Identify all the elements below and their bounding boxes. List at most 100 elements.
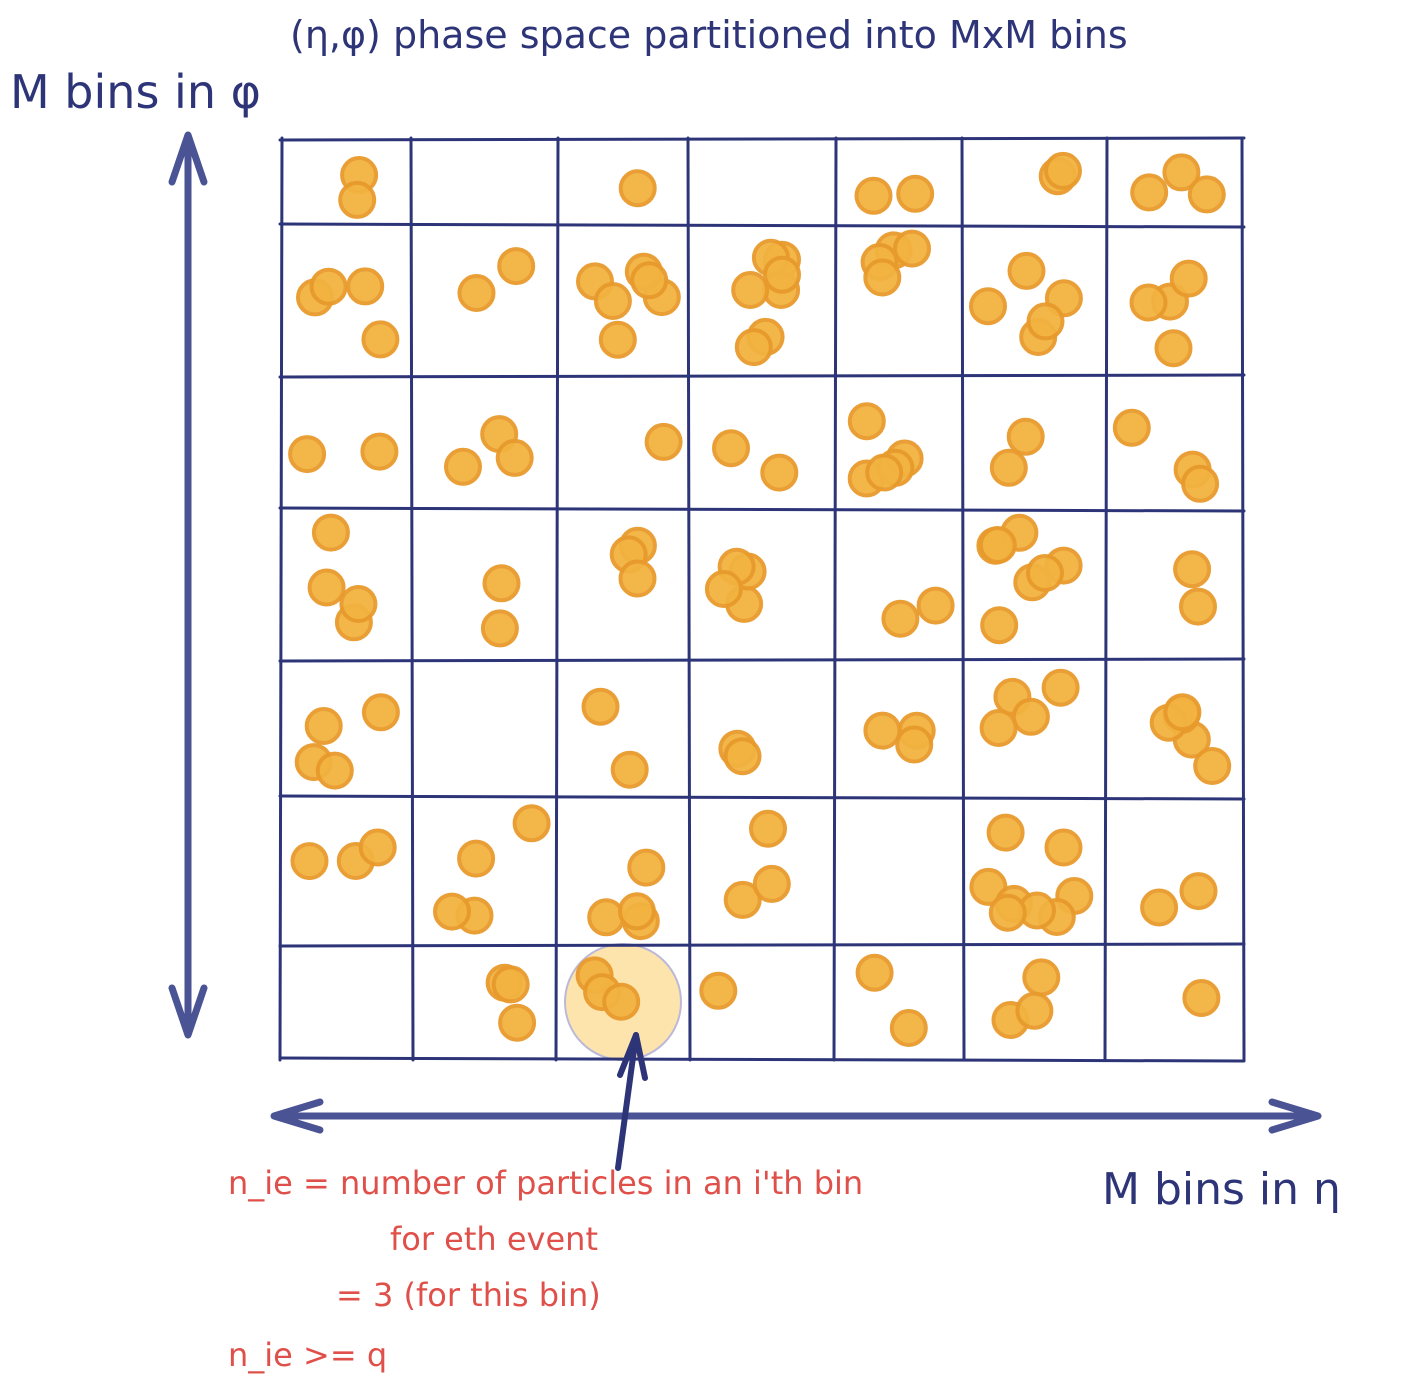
particle bbox=[627, 848, 666, 887]
grid-horizontal-line bbox=[278, 794, 1246, 801]
vertical-axis-label: M bins in φ bbox=[10, 65, 261, 119]
horizontal-axis-label: M bins in η bbox=[1102, 1164, 1341, 1215]
particle bbox=[1007, 251, 1046, 290]
grid-vertical-line bbox=[686, 136, 692, 1062]
particle bbox=[1044, 828, 1083, 867]
particle bbox=[1130, 173, 1169, 212]
particle bbox=[969, 287, 1007, 326]
particle bbox=[988, 893, 1027, 932]
annotation-line-2: for eth event bbox=[390, 1220, 598, 1258]
particle bbox=[989, 448, 1028, 487]
particle bbox=[978, 526, 1017, 564]
particle bbox=[699, 971, 738, 1010]
particle bbox=[734, 328, 773, 367]
particle bbox=[307, 568, 346, 607]
particle bbox=[865, 453, 904, 492]
particle bbox=[1015, 991, 1054, 1030]
particle bbox=[1162, 153, 1201, 192]
particle bbox=[581, 687, 620, 726]
particle bbox=[618, 559, 657, 598]
particle bbox=[1041, 668, 1080, 707]
grid-horizontal-line bbox=[278, 942, 1246, 948]
particle bbox=[1022, 958, 1061, 997]
particle bbox=[457, 274, 496, 312]
particle bbox=[630, 261, 669, 300]
grid-horizontal-line bbox=[278, 1056, 1246, 1063]
grid-vertical-line bbox=[1240, 136, 1246, 1062]
particle bbox=[587, 898, 626, 937]
particle bbox=[497, 247, 536, 286]
particle bbox=[602, 982, 641, 1021]
grid-vertical-line bbox=[1103, 136, 1109, 1062]
particle bbox=[863, 258, 902, 297]
particle bbox=[969, 867, 1008, 906]
particle bbox=[1026, 554, 1064, 592]
particle bbox=[315, 751, 354, 790]
particle bbox=[482, 564, 521, 603]
particle bbox=[480, 609, 519, 648]
grid-vertical-line bbox=[960, 136, 966, 1062]
particle bbox=[704, 570, 743, 608]
particle bbox=[617, 892, 656, 931]
particle bbox=[723, 880, 762, 919]
particle bbox=[618, 169, 657, 208]
particle bbox=[1006, 417, 1045, 456]
particle bbox=[731, 271, 770, 309]
particle bbox=[1187, 175, 1226, 214]
particle bbox=[712, 429, 750, 468]
particle bbox=[610, 750, 649, 789]
particles bbox=[288, 151, 1232, 1047]
particle bbox=[339, 585, 378, 623]
particle bbox=[979, 709, 1018, 747]
particle bbox=[1140, 888, 1179, 927]
particle bbox=[1182, 979, 1221, 1017]
vertical-double-arrow bbox=[168, 131, 208, 1039]
particle bbox=[1179, 587, 1217, 626]
grid-horizontal-line bbox=[278, 136, 1246, 142]
grid-vertical-line bbox=[554, 136, 560, 1062]
particle bbox=[498, 1003, 537, 1042]
annotation-line-4: n_ie >= q bbox=[228, 1336, 387, 1374]
particle bbox=[1169, 259, 1208, 298]
particle bbox=[854, 176, 893, 215]
particle bbox=[855, 953, 894, 992]
particle bbox=[644, 422, 683, 461]
horizontal-double-arrow bbox=[270, 1098, 1322, 1134]
particle bbox=[346, 267, 385, 306]
particle bbox=[444, 447, 482, 486]
particle bbox=[723, 737, 762, 776]
particle bbox=[1026, 302, 1065, 341]
particle bbox=[358, 828, 397, 867]
particle bbox=[863, 711, 902, 750]
pointer-arrow bbox=[615, 1032, 648, 1171]
grid-vertical-line bbox=[278, 136, 284, 1062]
particle bbox=[763, 255, 801, 294]
annotation-line-1: n_ie = number of particles in an i'th bi… bbox=[228, 1164, 863, 1202]
particle bbox=[338, 180, 377, 219]
particle bbox=[847, 402, 886, 441]
grid-vertical-line bbox=[832, 136, 838, 1062]
annotation-line-3: = 3 (for this bin) bbox=[336, 1276, 601, 1314]
particle bbox=[881, 599, 920, 638]
particle bbox=[1181, 464, 1220, 503]
particle bbox=[986, 813, 1025, 852]
particle bbox=[288, 435, 327, 474]
particle bbox=[1112, 408, 1151, 447]
particle bbox=[290, 842, 329, 881]
particle bbox=[896, 174, 935, 213]
particle bbox=[1163, 693, 1202, 732]
grid-horizontal-line bbox=[278, 657, 1246, 663]
particle bbox=[893, 229, 931, 268]
particle bbox=[311, 513, 350, 552]
particle bbox=[760, 453, 799, 492]
particle bbox=[457, 839, 496, 878]
particle bbox=[916, 586, 955, 625]
particle bbox=[1011, 697, 1050, 736]
particle bbox=[1154, 329, 1193, 368]
diagram-title: (η,φ) phase space partitioned into MxM b… bbox=[290, 13, 1128, 57]
particle bbox=[361, 693, 400, 732]
grid-horizontal-line bbox=[278, 373, 1246, 379]
particle bbox=[752, 864, 791, 903]
particle bbox=[304, 707, 343, 745]
grid-horizontal-line bbox=[278, 506, 1246, 513]
